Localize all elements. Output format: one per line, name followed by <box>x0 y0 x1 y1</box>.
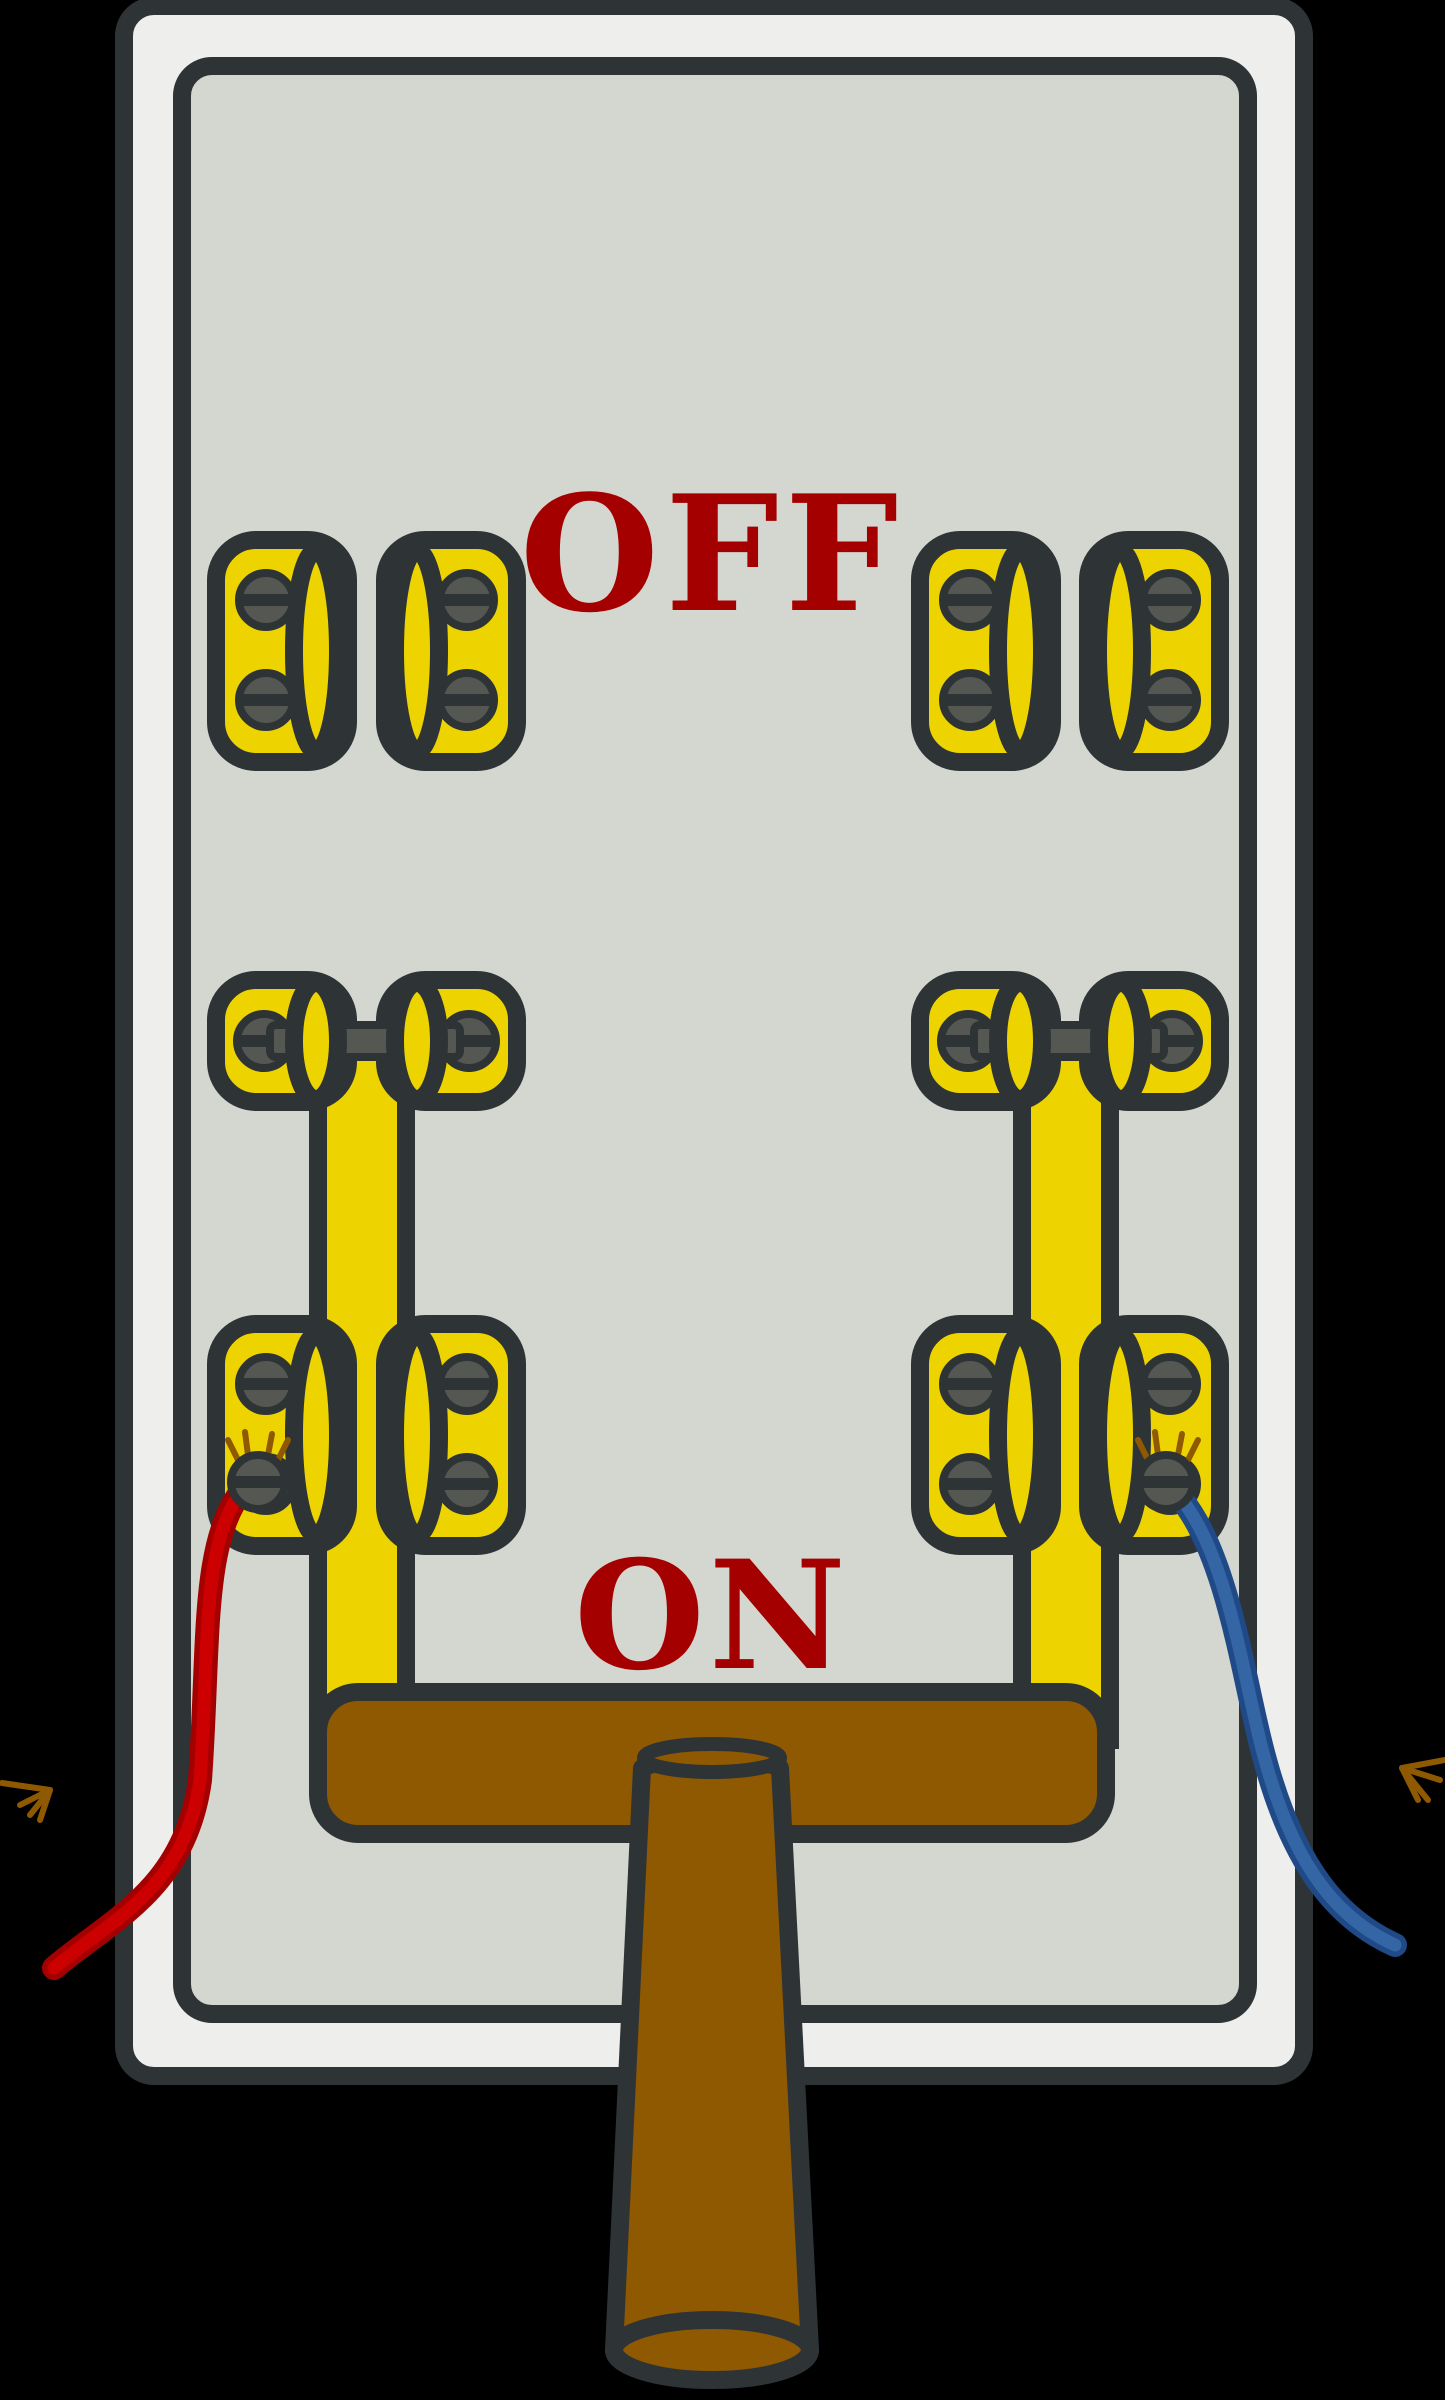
off-label: OFF <box>520 460 905 648</box>
pivot-contacts-right <box>920 980 1220 1102</box>
on-label: ON <box>574 1528 850 1704</box>
blue-wire <box>1135 1429 1445 1957</box>
switch-handle[interactable] <box>605 1737 819 2389</box>
red-wire <box>0 1429 291 1980</box>
pivot-contacts-left <box>216 980 517 1102</box>
